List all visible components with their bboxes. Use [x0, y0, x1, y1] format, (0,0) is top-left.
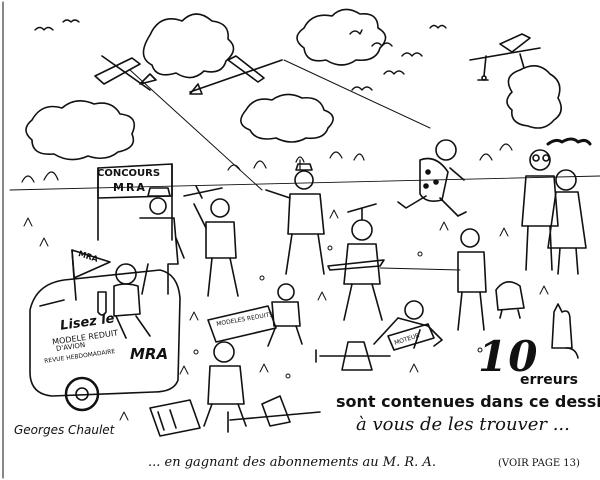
running-woman: [397, 139, 467, 217]
plane-glider-center: [189, 55, 283, 95]
control-line-2: [283, 59, 431, 129]
smoke-plume: [546, 137, 592, 146]
boy-glider: [183, 185, 239, 297]
plane-right: [469, 33, 541, 81]
cat: [551, 303, 579, 359]
cloud-top-left: [142, 13, 235, 79]
girl-toolbox: [203, 341, 247, 427]
artist-signature: Georges Chaulet: [14, 423, 115, 437]
contest-banner: [97, 163, 173, 241]
boy-writing: [267, 283, 303, 347]
errors-word: erreurs: [520, 372, 579, 388]
judge: [139, 187, 185, 295]
errors-count: 10: [478, 332, 539, 381]
pilot-control: [265, 163, 325, 275]
dog: [495, 281, 525, 319]
banner-text-top: CONCOURS: [97, 168, 161, 179]
van-text-mra: MRA: [130, 345, 169, 363]
cloud-right: [506, 65, 562, 129]
model-plane-ground: [315, 341, 391, 371]
model-box: [207, 305, 277, 343]
grass-tufts: [23, 209, 549, 421]
boy-on-van: [97, 263, 151, 339]
crawling-boy: [373, 300, 443, 349]
plane-glider-left: [94, 55, 157, 91]
engine-crate: [387, 323, 435, 351]
headline-line2: à vous de les trouver ...: [356, 414, 570, 435]
propeller-boy: [327, 203, 385, 321]
van: [29, 269, 181, 412]
toolbox: [149, 399, 201, 437]
model-plane-front: [227, 395, 321, 433]
cloud-left: [25, 100, 136, 161]
van-flag: [71, 249, 111, 301]
boy-winder: [457, 228, 487, 331]
birds: [34, 19, 447, 91]
treeline: [9, 143, 600, 191]
cloud-center: [240, 93, 334, 143]
man-pipe: [521, 149, 559, 271]
cloud-top-right: [296, 8, 387, 66]
banner-text-mid: MRA: [113, 181, 147, 194]
footer-caption: ... en gagnant des abonnements au M. R. …: [148, 455, 436, 470]
headline-line1: sont contenues dans ce dessin: [336, 392, 600, 411]
rubber-strand: [379, 267, 461, 271]
woman-dress: [547, 169, 587, 275]
page-reference: (VOIR PAGE 13): [498, 458, 580, 469]
